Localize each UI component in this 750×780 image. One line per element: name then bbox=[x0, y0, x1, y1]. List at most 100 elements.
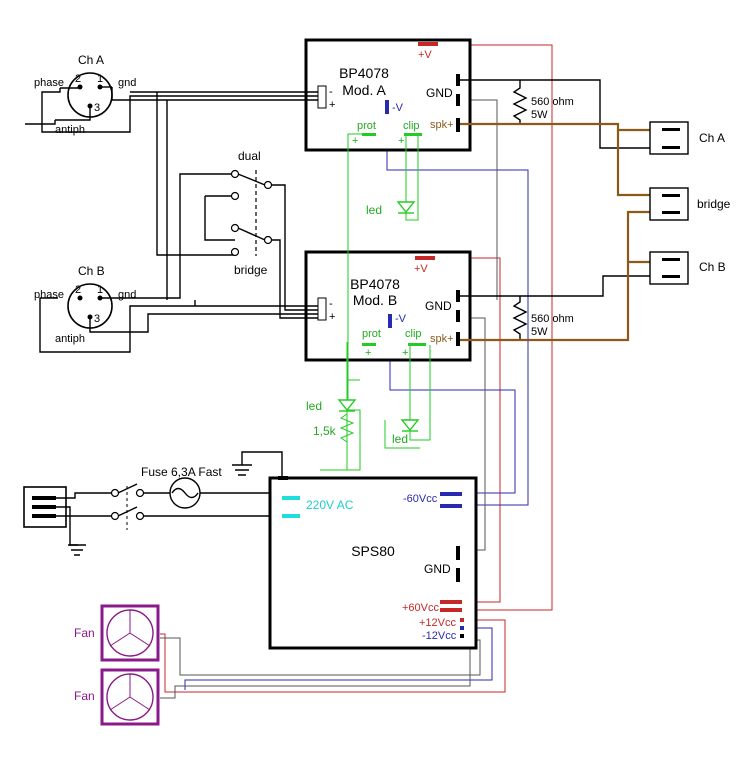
xlr-connector-ch-a bbox=[55, 72, 113, 121]
module-a-input-plus: + bbox=[329, 99, 335, 111]
module-b: BP4078 Mod. B +V -V GND prot + clip + sp… bbox=[304, 250, 472, 362]
output-connector-ch-b bbox=[649, 251, 689, 285]
module-a-prot-plus: + bbox=[352, 135, 358, 147]
module-b-gnd-label: GND bbox=[425, 299, 452, 313]
psu-pos60-terminal-2 bbox=[440, 608, 462, 612]
psu-pos12-label: +12Vcc bbox=[419, 617, 456, 629]
xlr-a-gnd: gnd bbox=[118, 77, 136, 89]
module-a-clip-label: clip bbox=[403, 120, 420, 132]
module-a-prot-terminal bbox=[362, 133, 376, 136]
module-b-spk-label: spk+ bbox=[430, 333, 454, 345]
module-b-input-plus: + bbox=[329, 311, 335, 323]
psu-neg12-label: -12Vcc bbox=[422, 630, 457, 642]
module-a-gnd-terminal-2 bbox=[456, 94, 460, 106]
module-b-vminus-label: -V bbox=[395, 313, 407, 325]
led-b-clip-label: led bbox=[392, 432, 408, 446]
xlr-a-pin3: 3 bbox=[94, 102, 100, 114]
module-a-gnd-label: GND bbox=[426, 86, 453, 100]
module-a-input-minus: - bbox=[329, 86, 333, 98]
module-b-clip-terminal bbox=[408, 343, 426, 346]
module-a-vminus-terminal bbox=[385, 100, 389, 114]
xlr-b-pin2: 2 bbox=[75, 284, 81, 296]
module-a-title: BP4078 bbox=[339, 65, 389, 81]
psu-ac-label: 220V AC bbox=[306, 498, 354, 512]
module-a-spk-label: spk+ bbox=[430, 119, 454, 131]
xlr-a-antiph: antiph bbox=[55, 124, 85, 136]
xlr-b-title: Ch B bbox=[78, 264, 105, 278]
output-connector-ch-a bbox=[649, 121, 689, 155]
psu-pos60-terminal-1 bbox=[440, 600, 462, 604]
module-b-vplus-label: +V bbox=[414, 263, 428, 275]
output-wiring bbox=[460, 79, 660, 342]
led-b-prot-label: led bbox=[306, 399, 322, 413]
psu-box bbox=[268, 476, 478, 650]
xlr-a-phase: phase bbox=[34, 77, 64, 89]
module-a-vplus-label: +V bbox=[418, 49, 432, 61]
module-a-vplus-terminal bbox=[418, 42, 438, 46]
module-a: BP4078 Mod. A +V -V GND prot + clip + sp… bbox=[304, 38, 472, 152]
xlr-b-pin1: 1 bbox=[97, 284, 103, 296]
xlr-b-phase: phase bbox=[34, 289, 64, 301]
fuse-label: Fuse 6,3A Fast bbox=[141, 465, 222, 479]
module-a-box bbox=[304, 38, 472, 152]
xlr-a-pin1: 1 bbox=[97, 73, 103, 85]
output-bridge-label: bridge bbox=[697, 197, 731, 211]
module-a-clip-terminal bbox=[404, 133, 422, 136]
module-b-prot-terminal bbox=[362, 343, 376, 346]
psu-neg60-terminal-1 bbox=[440, 492, 462, 496]
module-a-input-connector bbox=[317, 85, 327, 109]
module-b-subtitle: Mod. B bbox=[353, 292, 397, 308]
resistor-b-power: 5W bbox=[531, 326, 548, 338]
xlr-b-pin3: 3 bbox=[94, 313, 100, 325]
led-a-label: led bbox=[366, 203, 382, 217]
mains-input bbox=[23, 451, 285, 556]
psu-neg60-terminal-2 bbox=[440, 504, 462, 508]
module-b-vminus-terminal bbox=[388, 314, 392, 328]
dual-bridge-switch bbox=[230, 169, 273, 257]
module-b-prot-label: prot bbox=[362, 328, 381, 340]
input-wiring bbox=[25, 88, 318, 353]
psu-ac-terminal-1 bbox=[282, 496, 300, 500]
module-b-input-minus: - bbox=[329, 298, 333, 310]
module-a-clip-plus: + bbox=[398, 135, 404, 147]
output-ch-b-label: Ch B bbox=[699, 260, 726, 274]
fan-1-label: Fan bbox=[74, 626, 95, 640]
psu-neg60-label: -60Vcc bbox=[403, 493, 438, 505]
output-ch-a-label: Ch A bbox=[699, 131, 725, 145]
output-connector-bridge bbox=[649, 187, 689, 221]
fan-1 bbox=[100, 604, 160, 662]
module-a-spk-terminal bbox=[456, 118, 460, 132]
psu-pos60-label: +60Vcc bbox=[402, 602, 439, 614]
psu-title: SPS80 bbox=[351, 543, 395, 559]
psu-gnd-label: GND bbox=[424, 562, 451, 576]
psu-gnd-terminal-2 bbox=[456, 568, 460, 582]
module-b-clip-label: clip bbox=[405, 328, 422, 340]
xlr-b-gnd: gnd bbox=[118, 289, 136, 301]
switch-bridge-label: bridge bbox=[234, 263, 268, 277]
switch-dual-label: dual bbox=[238, 149, 261, 163]
module-b-spk-terminal bbox=[456, 332, 460, 346]
xlr-a-pin2: 2 bbox=[75, 73, 81, 85]
psu-sps80 bbox=[268, 476, 478, 650]
fan-2-label: Fan bbox=[74, 689, 95, 703]
module-a-subtitle: Mod. A bbox=[342, 82, 386, 98]
module-b-vplus-terminal bbox=[415, 256, 435, 260]
led-resistor-label: 1,5k bbox=[313, 424, 337, 438]
module-b-gnd-terminal-2 bbox=[456, 310, 460, 322]
xlr-b-antiph: antiph bbox=[55, 333, 85, 345]
module-b-gnd-terminal-1 bbox=[456, 290, 460, 302]
led-circuits bbox=[320, 133, 431, 471]
module-a-prot-label: prot bbox=[357, 120, 376, 132]
module-b-input-connector bbox=[317, 297, 327, 321]
module-b-clip-plus: + bbox=[402, 347, 408, 359]
resistor-a-power: 5W bbox=[531, 109, 548, 121]
psu-ac-terminal-2 bbox=[282, 514, 300, 518]
module-b-prot-plus: + bbox=[365, 347, 371, 359]
resistor-a-value: 560 ohm bbox=[531, 96, 574, 108]
resistor-b-value: 560 ohm bbox=[531, 313, 574, 325]
module-b-title: BP4078 bbox=[350, 276, 400, 292]
fan-2 bbox=[100, 668, 160, 726]
module-a-vminus-label: -V bbox=[392, 102, 404, 114]
module-a-gnd-terminal-1 bbox=[456, 74, 460, 86]
